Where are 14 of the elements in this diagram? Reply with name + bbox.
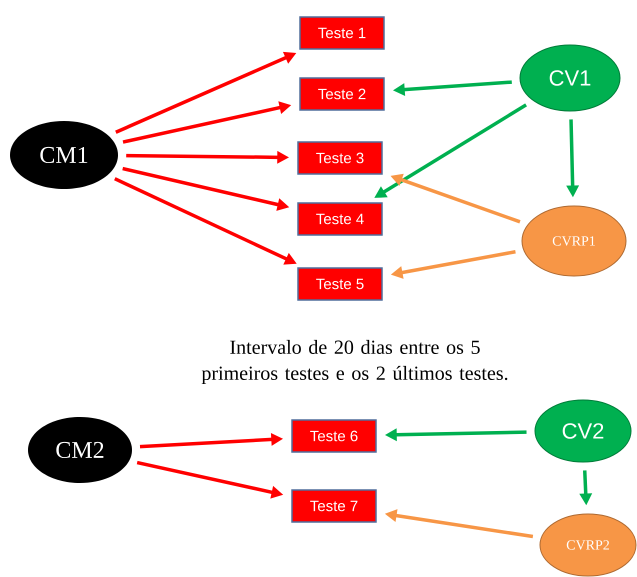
ellipse-node: CV1 — [520, 44, 620, 112]
ellipse-node: CM2 — [28, 416, 132, 483]
ellipse-node: CVRP2 — [540, 513, 636, 576]
ellipse-node: CVRP1 — [522, 206, 626, 276]
test-box: Teste 6 — [291, 419, 377, 453]
test-box: Teste 1 — [299, 16, 385, 50]
test-box: Teste 2 — [299, 77, 385, 111]
note-text: Intervalo de 20 dias entre os 5 primeiros testes e os 2 últimos testes. — [202, 340, 508, 384]
ellipse-node: CV2 — [534, 399, 632, 462]
test-box: Teste 5 — [297, 267, 383, 301]
test-box: Teste 7 — [291, 489, 377, 523]
test-box: Teste 4 — [297, 202, 383, 236]
ellipse-node: CM1 — [10, 121, 118, 189]
test-box: Teste 3 — [297, 141, 383, 175]
